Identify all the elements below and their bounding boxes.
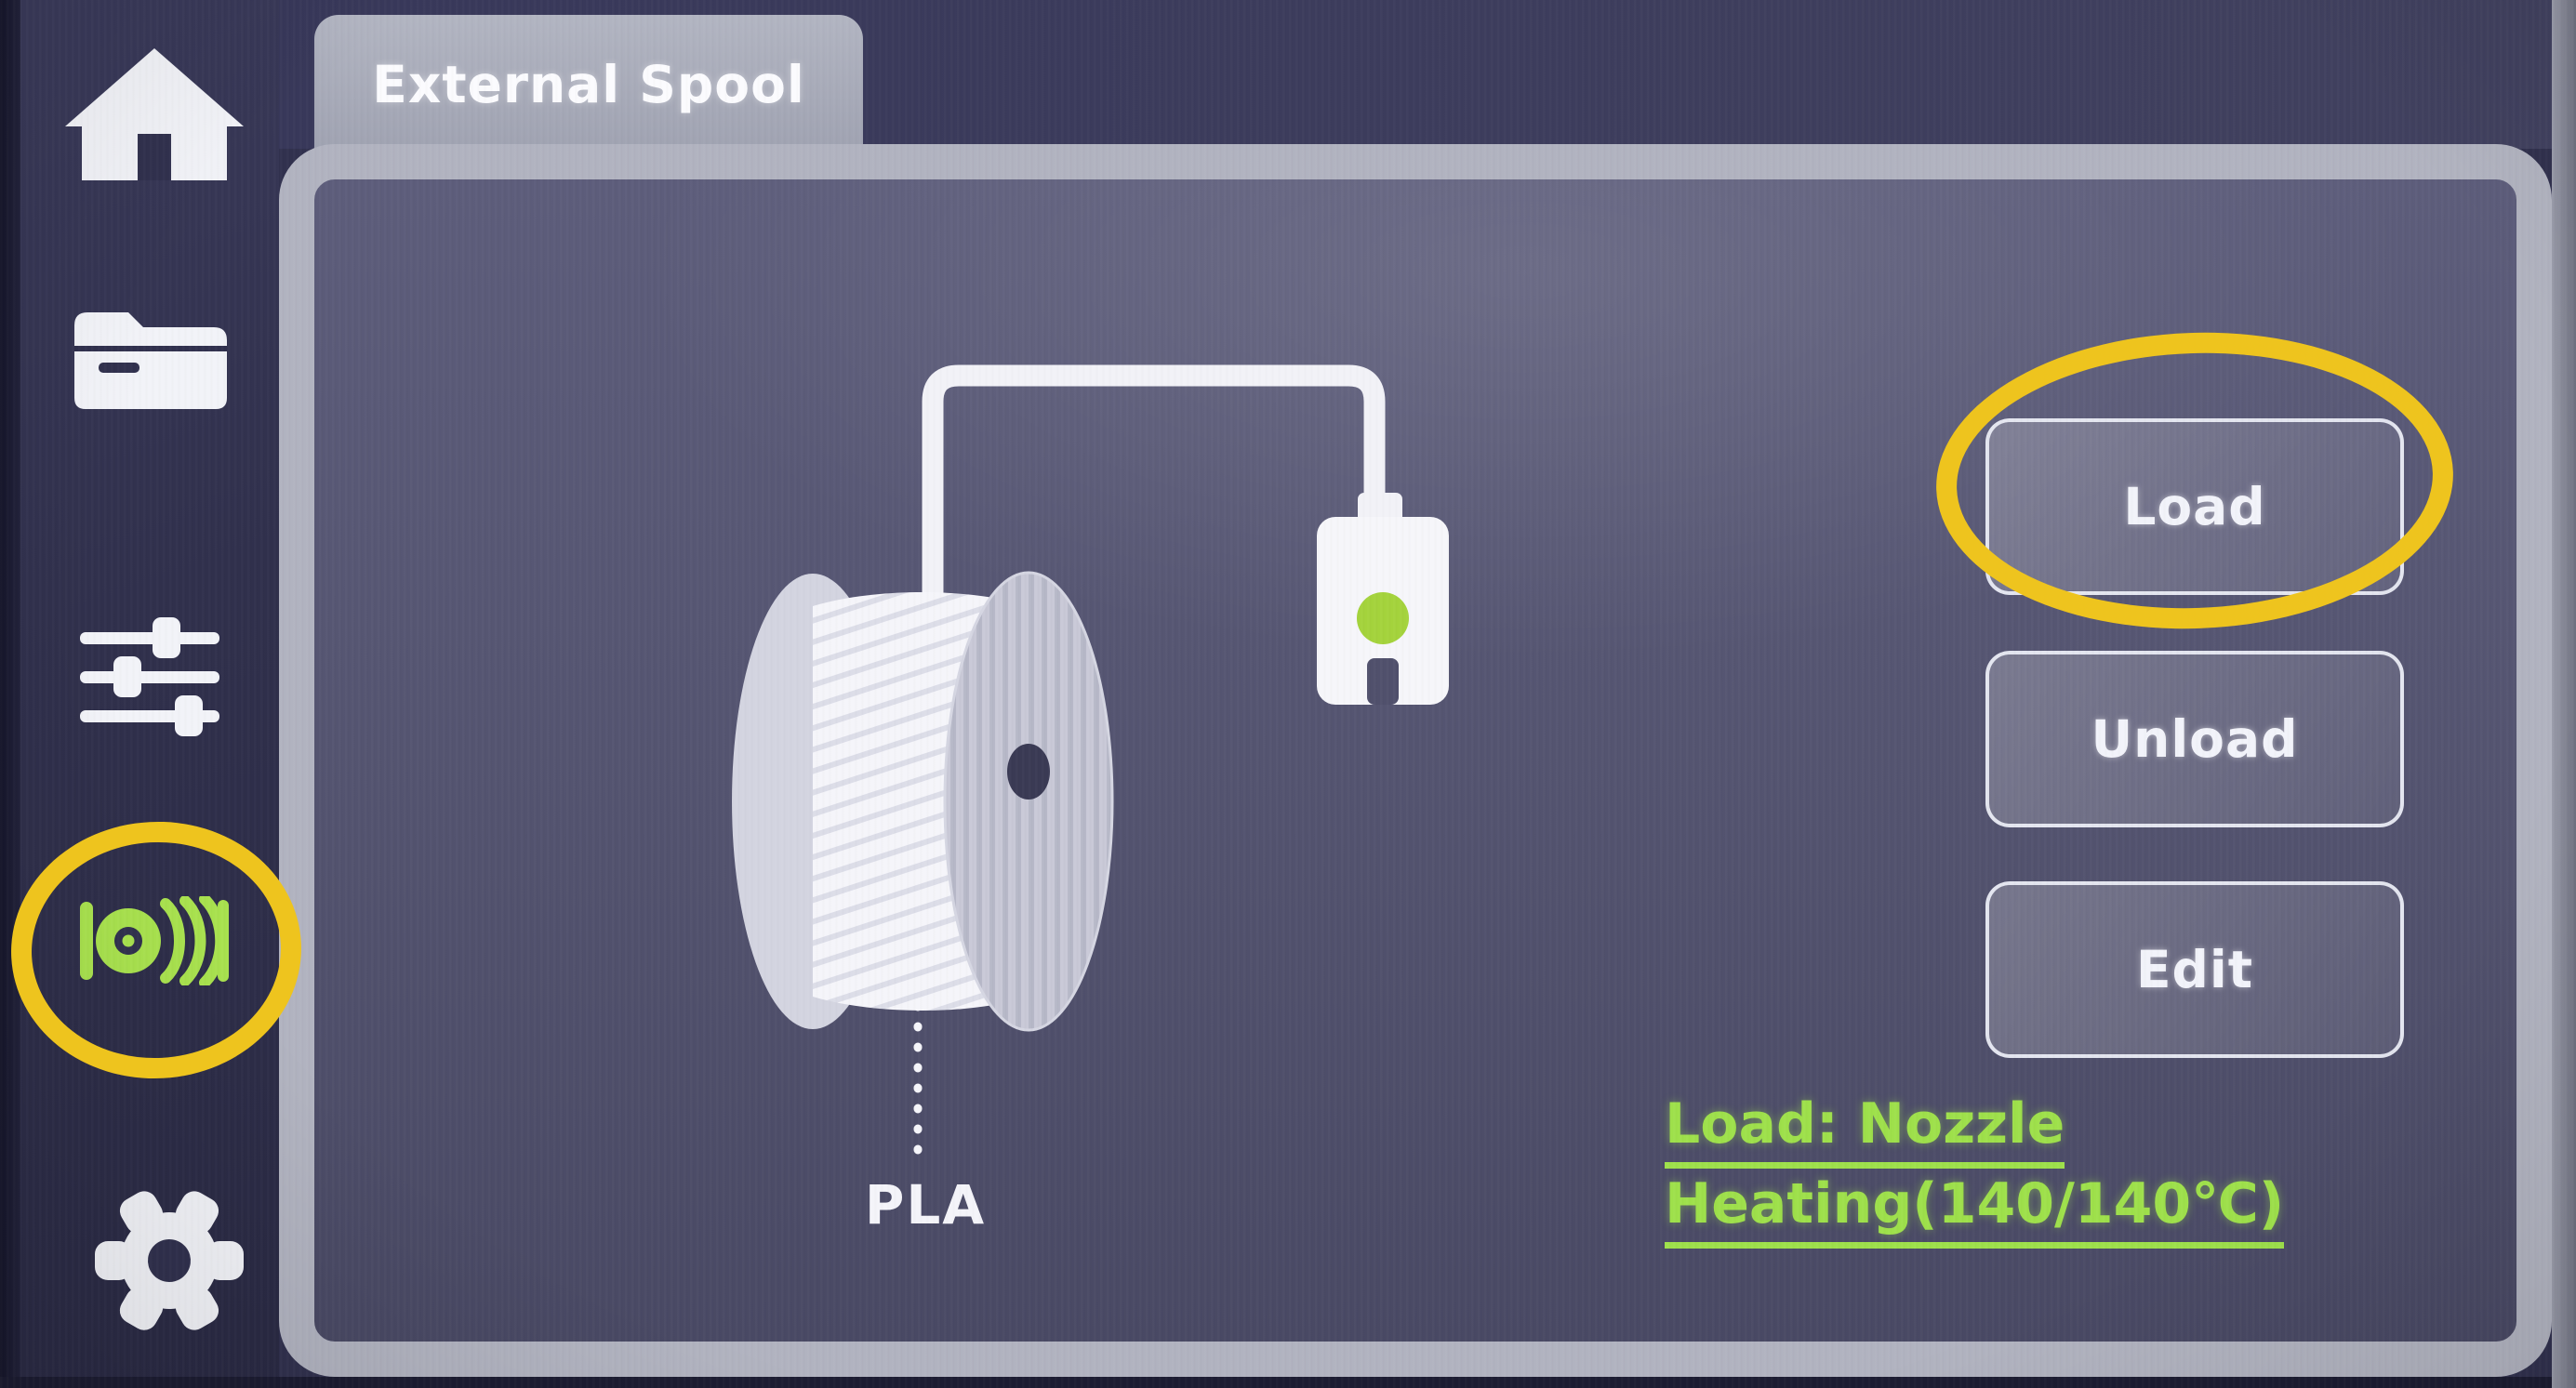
screen-bezel-right xyxy=(2552,0,2576,1388)
unload-button[interactable]: Unload xyxy=(1985,651,2404,827)
folder-icon xyxy=(74,312,227,409)
filament-panel xyxy=(279,144,2552,1377)
photo-edge-bottom xyxy=(0,1377,2576,1388)
tab-external-spool[interactable]: External Spool xyxy=(314,15,863,154)
sidebar-item-tune[interactable] xyxy=(80,606,219,746)
heating-status-line1: Load: Nozzle xyxy=(1665,1095,2065,1169)
sidebar-item-home[interactable] xyxy=(61,45,247,184)
sidebar-nav xyxy=(20,0,279,1377)
load-button[interactable]: Load xyxy=(1985,418,2404,595)
gear-icon xyxy=(95,1191,244,1330)
edit-button-label: Edit xyxy=(2135,940,2254,999)
extruder xyxy=(1317,493,1449,705)
sidebar-item-filament[interactable] xyxy=(80,896,229,985)
photo-edge-left xyxy=(0,0,20,1388)
home-icon xyxy=(65,48,244,180)
edit-button[interactable]: Edit xyxy=(1985,881,2404,1058)
sliders-icon xyxy=(80,617,219,736)
filament-spool xyxy=(732,571,1114,1032)
filament-tube xyxy=(922,364,1386,651)
material-label: PLA xyxy=(864,1173,987,1236)
tab-label: External Spool xyxy=(372,55,805,114)
sidebar-item-files[interactable] xyxy=(73,309,229,411)
sidebar-item-settings[interactable] xyxy=(93,1184,246,1337)
heating-status-line2: Heating(140/140℃) xyxy=(1665,1175,2285,1249)
unload-button-label: Unload xyxy=(2091,709,2299,769)
filament-spool-icon xyxy=(80,896,229,985)
load-button-label: Load xyxy=(2123,477,2266,536)
home-door xyxy=(138,134,171,180)
extruder-filament-indicator xyxy=(1357,592,1409,644)
heating-status: Load: Nozzle Heating(140/140℃) xyxy=(1665,1095,2285,1255)
